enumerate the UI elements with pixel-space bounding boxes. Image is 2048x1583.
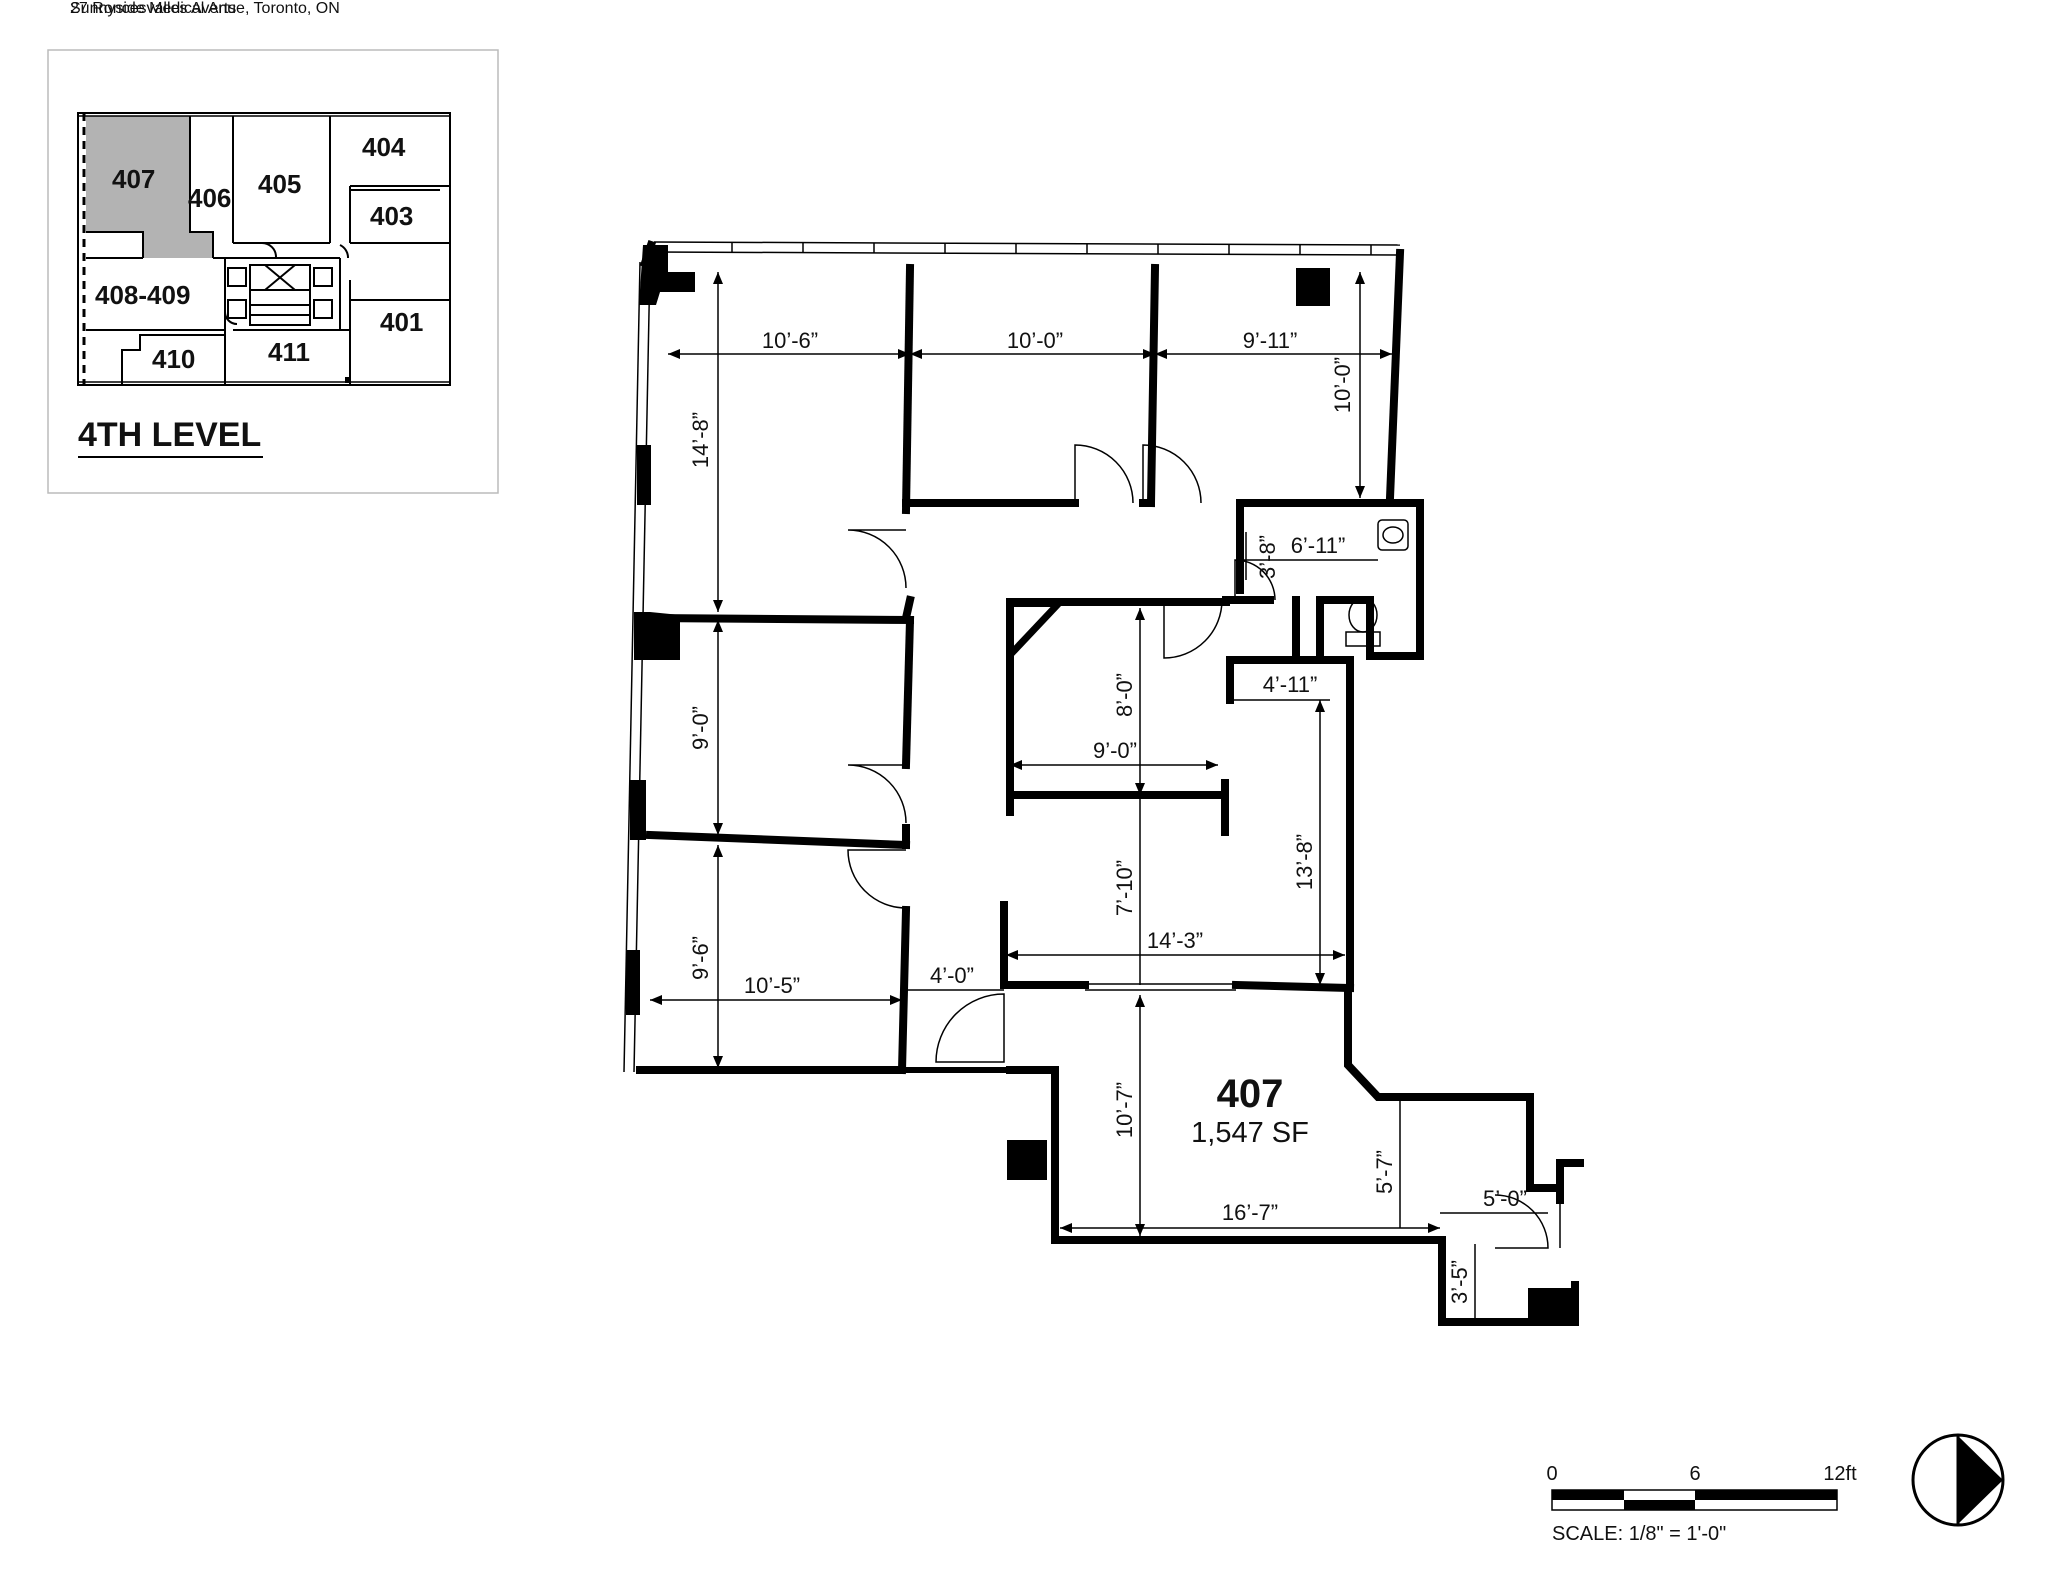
north-window-wall <box>653 241 1401 256</box>
scale-caption: SCALE: 1/8" = 1'-0" <box>1552 1523 1726 1545</box>
key-plan-unit-407: 407 <box>112 164 155 194</box>
key-plan-unit-404: 404 <box>362 132 406 162</box>
dim-room-e-width: 10’-5” <box>744 973 800 998</box>
dim-corridor-width: 4’-0” <box>930 963 974 988</box>
north-arrow-icon <box>1911 1433 2005 1527</box>
dim-entry-depth: 10’-7” <box>1112 1082 1137 1138</box>
scale-tick-12ft: 12ft <box>1823 1463 1857 1485</box>
dim-vestibule-width: 5’-0” <box>1483 1186 1527 1211</box>
scale-bar: 0 6 12ft SCALE: 1/8" = 1'-0" <box>1546 1463 1857 1545</box>
key-plan-suite-407-highlight <box>86 116 213 258</box>
dim-entry-width: 16’-7” <box>1222 1200 1278 1225</box>
dim-room-e-depth: 9’-6” <box>688 936 713 980</box>
key-plan-unit-406: 406 <box>188 183 231 213</box>
dim-storage-depth: 8’-0” <box>1112 673 1137 717</box>
toilet-icon <box>1345 597 1381 647</box>
dim-room-a-depth: 14’-8” <box>688 412 713 468</box>
dimension-arrows <box>650 272 1440 1236</box>
dim-washroom-width: 6’-11” <box>1291 533 1346 558</box>
dim-reception-depth: 13’-8” <box>1292 834 1317 890</box>
dim-storage-width: 9’-0” <box>1093 738 1137 763</box>
scale-tick-6: 6 <box>1689 1463 1700 1485</box>
walls <box>636 239 1584 1326</box>
dim-alcove-width: 4’-11” <box>1263 672 1318 697</box>
dim-step-depth: 5’-7” <box>1372 1150 1397 1194</box>
dim-room-b-width: 10’-0” <box>1007 328 1063 353</box>
west-window-wall <box>623 261 651 1073</box>
key-plan-unit-411: 411 <box>268 337 310 367</box>
key-plan: 407 406 405 404 403 408-409 401 410 411 … <box>47 49 499 494</box>
key-plan-unit-405: 405 <box>258 169 301 199</box>
building-address: 27 Roncesvalles Avenue, Toronto, ON <box>70 0 340 17</box>
key-plan-unit-410: 410 <box>152 344 195 374</box>
key-plan-unit-408-409: 408-409 <box>95 280 190 310</box>
doors <box>847 444 1561 1249</box>
scale-tick-0: 0 <box>1546 1463 1557 1485</box>
sink-icon <box>1377 519 1409 551</box>
key-plan-unit-403: 403 <box>370 201 413 231</box>
dim-room-a-width: 10’-6” <box>762 328 818 353</box>
key-plan-level-label: 4TH LEVEL <box>78 416 261 454</box>
structural-columns <box>626 245 1575 1321</box>
dim-office-depth: 7’-10” <box>1112 860 1137 916</box>
dim-vestibule-depth: 3’-5” <box>1447 1260 1472 1304</box>
key-plan-unit-401: 401 <box>380 307 423 337</box>
dim-room-c-depth: 10’-0” <box>1330 357 1355 413</box>
dim-room-d-depth: 9’-0” <box>688 706 713 750</box>
dim-office-width: 14’-3” <box>1147 928 1203 953</box>
suite-number: 407 <box>1217 1072 1284 1116</box>
dim-washroom-entry: 3’-8” <box>1255 535 1280 579</box>
building-name: Sunnyside Medical Arts <box>70 0 237 17</box>
dim-room-c-width: 9’-11” <box>1243 328 1298 353</box>
suite-area: 1,547 SF <box>1191 1117 1309 1149</box>
suite-plan: 10’-6” 10’-0” 9’-11” 10’-0” 14’-8” 6’-11… <box>623 239 1584 1326</box>
dimension-lines <box>650 272 1548 1318</box>
